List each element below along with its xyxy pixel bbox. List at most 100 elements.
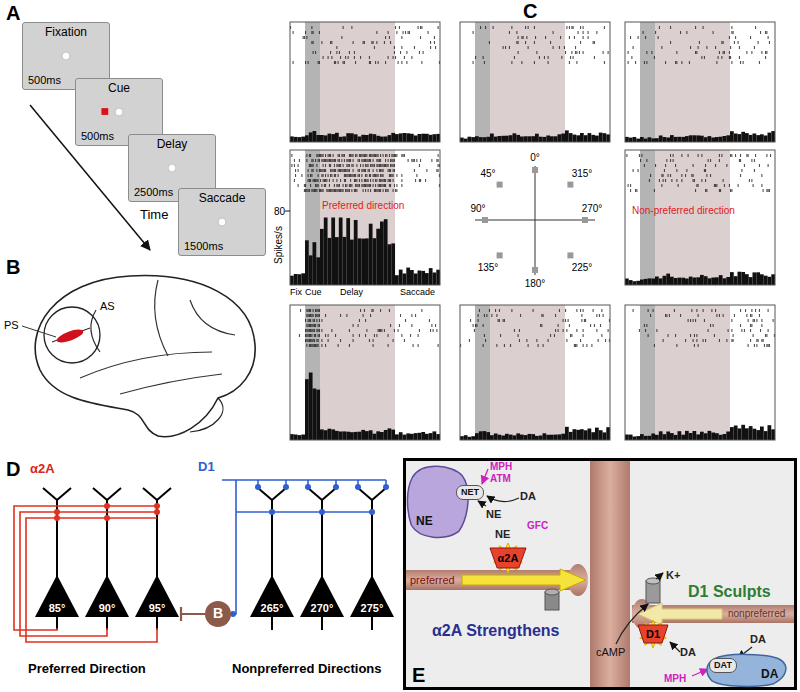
histogram-bar xyxy=(483,137,487,142)
receptor-shape xyxy=(490,548,526,568)
dendrite xyxy=(143,488,157,500)
histogram-bar xyxy=(313,131,317,142)
histogram-bar xyxy=(436,134,440,142)
histogram-bar xyxy=(331,429,335,440)
node-text: 270° xyxy=(311,602,334,614)
histogram-bar xyxy=(741,132,745,142)
histogram-bar xyxy=(760,427,764,441)
hcn-channel xyxy=(545,589,559,595)
target-dot xyxy=(497,182,503,188)
fixation-dot xyxy=(168,164,176,172)
histogram-bar xyxy=(584,430,588,440)
histogram-bar xyxy=(421,432,425,440)
node-text: 2500ms xyxy=(134,186,173,198)
histogram-bar xyxy=(663,137,667,142)
histogram-bar xyxy=(749,426,753,440)
label: DA xyxy=(520,490,536,502)
binding-arrow xyxy=(670,642,680,652)
histogram-bar xyxy=(399,432,403,440)
histogram-bar xyxy=(301,435,305,441)
delay-period xyxy=(490,22,565,142)
node-text: 500ms xyxy=(81,130,114,142)
label: NE xyxy=(486,508,501,520)
label: Delay xyxy=(340,288,363,298)
raster-cell xyxy=(460,305,610,440)
histogram-bar xyxy=(738,134,742,142)
histogram-bar xyxy=(425,434,429,440)
histogram-bar xyxy=(471,137,475,142)
cell-border xyxy=(460,22,610,142)
histogram-bar xyxy=(501,436,505,441)
histogram-bar xyxy=(346,218,350,285)
terminal-shape xyxy=(407,466,468,537)
histogram-bar xyxy=(644,436,648,440)
histogram-bar xyxy=(734,276,738,285)
histogram-bar xyxy=(486,432,490,440)
histogram-bar xyxy=(486,137,490,142)
histogram-bar xyxy=(591,432,595,440)
histogram-bar xyxy=(365,238,369,285)
histogram-bar xyxy=(636,281,640,285)
histogram-bar xyxy=(595,136,599,142)
histogram-bar xyxy=(741,272,745,285)
histogram-bar xyxy=(599,430,603,440)
pyramidal-neuron: 95° xyxy=(135,575,179,617)
histogram-bar xyxy=(483,431,487,440)
histogram-bar xyxy=(651,138,655,142)
histogram-bar xyxy=(524,435,528,440)
panel-letter: B xyxy=(6,256,20,278)
label: Saccade xyxy=(400,288,435,298)
histogram-bar xyxy=(561,134,565,143)
histogram-bar xyxy=(516,135,520,142)
histogram-bar xyxy=(403,274,407,286)
histogram-bar xyxy=(745,428,749,440)
node-text: DA xyxy=(761,668,778,681)
histogram-bar xyxy=(294,435,298,441)
histogram-bar xyxy=(760,274,764,285)
brain-outline xyxy=(35,276,255,437)
cell-border xyxy=(290,22,440,142)
cerebellum-line xyxy=(190,398,223,432)
cue-period xyxy=(640,305,655,440)
label: Time xyxy=(140,208,168,222)
task-screen: Saccade1500ms xyxy=(178,188,266,256)
synapse-dot xyxy=(333,484,339,490)
spike-raster xyxy=(291,26,440,64)
histogram-bar xyxy=(395,134,399,142)
histogram-bar xyxy=(670,135,674,142)
histogram-bar xyxy=(309,132,313,142)
histogram-bar xyxy=(693,431,697,440)
neuron-soma xyxy=(300,575,344,617)
dendrite xyxy=(322,488,336,500)
node-text: 500ms xyxy=(28,74,61,86)
label: α2A Strengthens xyxy=(432,622,559,640)
histogram-bar xyxy=(346,133,350,142)
node-text: D1 xyxy=(646,628,660,640)
histogram-bar xyxy=(565,427,569,440)
histogram-bar xyxy=(640,280,644,286)
spike-raster xyxy=(299,309,438,347)
histogram-bar xyxy=(599,133,603,142)
cell-border xyxy=(460,305,610,440)
histogram-bar xyxy=(708,431,712,440)
histogram-bar xyxy=(648,278,652,285)
histogram-bar xyxy=(403,133,407,142)
histogram-bar xyxy=(535,436,539,440)
histogram-bar xyxy=(588,429,592,441)
histogram-bar xyxy=(681,435,685,440)
label: α2A xyxy=(30,462,55,476)
histogram-bar xyxy=(346,432,350,440)
histogram-bar xyxy=(715,277,719,285)
histogram-bar xyxy=(460,138,464,142)
histogram-bar xyxy=(730,427,734,440)
dendrite xyxy=(157,488,171,500)
histogram-bar xyxy=(723,278,727,285)
histogram-bar xyxy=(335,237,339,285)
histogram-bar xyxy=(730,272,734,285)
histogram-bar xyxy=(655,435,659,440)
axon-terminal: NENET xyxy=(406,461,472,541)
delay-period xyxy=(655,22,730,142)
raster-cell xyxy=(290,150,440,285)
label: D1 xyxy=(198,460,215,474)
histogram-bar xyxy=(429,135,433,142)
